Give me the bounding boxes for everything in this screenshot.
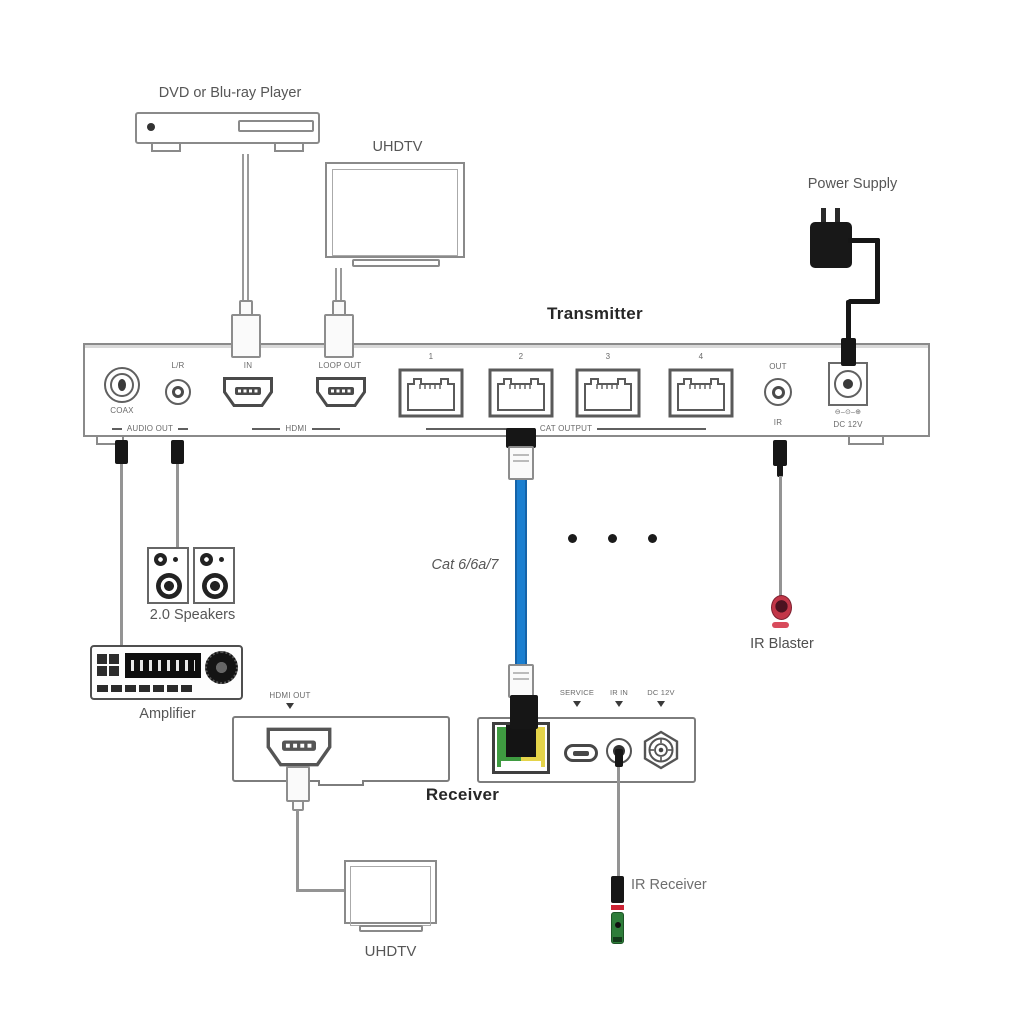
uhdtv-top-label: UHDTV [372,139,423,155]
hdmi-in-label: IN [243,361,253,370]
uhdtv-bottom-label: UHDTV [364,943,417,960]
hdmi-cable-dvd [242,154,249,302]
lr-port-label: L/R [171,361,185,370]
ir-in-label: IR IN [609,688,629,697]
dc-polarity: ⊖–⊙–⊕ [834,409,862,416]
cat-port-2-label: 2 [518,352,524,361]
ir-receiver-wire [617,765,620,879]
transmitter-title: Transmitter [547,304,643,323]
uhdtv-bottom-icon [344,860,437,936]
cat-cable-label: Cat 6/6a/7 [431,557,499,573]
cat-cable-plug-bottom [510,695,538,729]
hdmi-plug-loopout [324,314,354,358]
service-arrow-icon [573,701,581,707]
cat-port-2 [488,368,554,418]
loop-out-label: LOOP OUT [318,361,362,370]
ir-out-label: OUT [769,362,787,371]
audio-out-group: AUDIO OUT [98,424,202,433]
uhdtv-top-icon [325,162,465,270]
dvd-player-icon [135,112,320,154]
ir-blaster-wire [779,476,782,598]
hdmi-wire-vert [296,810,299,892]
receiver-title: Receiver [425,785,500,804]
loop-out-port [316,377,366,407]
ir-blaster-label: IR Blaster [750,636,814,652]
lr-wire [176,463,179,549]
cat-port-4 [668,368,734,418]
coax-cable-plug [115,440,128,464]
dc-12v-label: DC 12V [833,420,863,429]
dc-12v-rx-label: DC 12V [647,688,675,697]
cat-output-group: CAT OUTPUT [426,424,706,433]
amplifier-label: Amplifier [139,706,196,722]
hdmi-out-label: HDMI OUT [269,691,311,700]
cat-port-4-label: 4 [698,352,704,361]
ellipsis-dots [560,528,670,548]
hdmi-plug-in [231,314,261,358]
ir-sublabel: IR [773,418,783,427]
hdmi-group: HDMI [240,424,352,433]
ir-blaster-icon [771,595,792,620]
receiver-hdmi-out-port [266,727,332,767]
cat-port-1-label: 1 [428,352,434,361]
speakers-icon [147,547,237,605]
cat-connector-bottom [508,664,534,698]
hdmi-wire-horiz [296,889,346,892]
service-usb-port [564,744,598,762]
speakers-label: 2.0 Speakers [149,607,236,623]
dc-plug [841,338,856,366]
hdmi-plug-receiver [286,766,310,802]
cat-port-3 [575,368,641,418]
power-cord [848,238,880,243]
hdmi-cable-tv-top [335,268,342,302]
lr-cable-plug [171,440,184,464]
ir-receiver-label: IR Receiver [631,877,707,893]
dvd-player-label: DVD or Blu-ray Player [158,85,302,101]
hdmi-out-arrow-icon [286,703,294,709]
ir-blaster-plug [773,440,787,466]
ir-receiver-icon [611,912,624,944]
ir-receiver-connector [611,876,624,903]
amplifier-icon [90,645,243,700]
receiver-rj45-port [492,722,550,774]
cat-connector-top [508,446,534,480]
dc-arrow-icon [657,701,665,707]
receiver-dc-jack [643,730,679,770]
coax-port-label: COAX [110,406,134,415]
ir-in-arrow-icon [615,701,623,707]
coax-wire [120,463,123,647]
cat-cable-plug-top [506,428,536,448]
service-label: SERVICE [559,688,595,697]
cat-port-1 [398,368,464,418]
power-supply-label: Power Supply [807,176,898,192]
ir-receiver-plug [615,749,623,767]
power-adapter-icon [810,208,854,268]
hdmi-in-port [223,377,273,407]
cat-cable [515,478,527,668]
cat-port-3-label: 3 [605,352,611,361]
